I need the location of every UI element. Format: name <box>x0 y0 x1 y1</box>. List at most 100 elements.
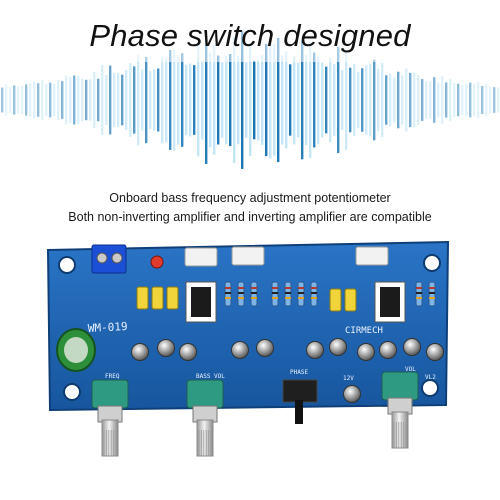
wave-bar <box>285 51 288 149</box>
film-capacitors <box>136 286 357 312</box>
wave-bar <box>213 45 216 155</box>
wave-bar <box>145 56 148 144</box>
small-capacitor <box>157 339 175 357</box>
wave-bar <box>493 87 496 113</box>
wave-bar <box>369 64 372 136</box>
resistor <box>428 281 436 307</box>
wave-bar <box>413 72 416 128</box>
pcb-board <box>46 240 450 412</box>
wave-bar <box>485 84 488 116</box>
bass-vol-label: BASS VOL <box>196 373 225 380</box>
wave-bar <box>45 84 48 116</box>
wave-bar <box>201 60 204 140</box>
potentiometer <box>381 371 419 449</box>
wave-bar <box>305 54 308 146</box>
resistor <box>284 281 292 307</box>
wave-bar <box>225 55 228 145</box>
wave-bar <box>497 87 500 113</box>
wave-bar <box>57 80 60 120</box>
wave-bar <box>341 70 344 130</box>
resistor <box>237 281 245 307</box>
wave-bar <box>249 44 252 156</box>
wave-bar <box>437 82 440 118</box>
freq-label: FREQ <box>105 373 120 380</box>
wave-bar <box>141 69 144 131</box>
vol-label: VOL <box>405 366 416 373</box>
wave-bar <box>49 82 52 118</box>
wave-bar <box>337 46 340 154</box>
wave-bar <box>1 87 4 113</box>
wave-bar <box>105 75 108 125</box>
wave-bar <box>429 81 432 119</box>
small-capacitor <box>403 338 421 356</box>
wave-bar <box>93 72 96 128</box>
wave-bar <box>33 81 36 119</box>
wave-bar <box>449 78 452 122</box>
wave-bar <box>405 68 408 132</box>
wave-bar <box>393 77 396 123</box>
wave-bar <box>109 65 112 135</box>
wave-bar <box>185 64 188 136</box>
wave-bar <box>465 83 468 117</box>
wave-bar <box>441 75 444 125</box>
small-capacitor <box>426 343 444 361</box>
wave-bar <box>113 72 116 128</box>
mounting-holes <box>58 254 441 401</box>
wave-bar <box>5 84 8 116</box>
resistor <box>310 281 318 307</box>
wave-bar <box>345 49 348 151</box>
wave-bar <box>137 54 140 146</box>
wave-bar <box>397 71 400 129</box>
wave-bar <box>37 83 40 117</box>
wave-bar <box>257 59 260 141</box>
wave-bar <box>217 55 220 145</box>
wave-bar <box>125 70 128 130</box>
wave-bar <box>157 68 160 132</box>
small-capacitor <box>179 343 197 361</box>
wave-bar <box>41 80 44 120</box>
wave-bar <box>229 53 232 147</box>
wave-bar <box>261 55 264 145</box>
resistor <box>250 281 258 307</box>
wave-bar <box>317 56 320 144</box>
wave-bar <box>389 73 392 127</box>
wave-bar <box>233 36 236 164</box>
phase-label: PHASE <box>290 369 308 376</box>
ic-chips <box>185 281 406 323</box>
wave-bar <box>77 75 80 125</box>
potentiometer <box>186 379 224 457</box>
wave-bar <box>21 85 24 115</box>
wave-bar <box>81 78 84 122</box>
wave-bar <box>473 84 476 116</box>
screw-terminal <box>91 244 127 274</box>
wave-bar <box>373 59 376 141</box>
wave-bar <box>17 86 20 114</box>
board-brand-label: CIRMECH <box>345 326 383 336</box>
resistor <box>224 281 232 307</box>
wave-bar <box>265 43 268 157</box>
wave-bar <box>353 63 356 137</box>
wave-bar <box>425 81 428 119</box>
wave-bar <box>453 82 456 118</box>
wave-bar <box>269 41 272 159</box>
wave-bar <box>189 63 192 137</box>
wave-bar <box>153 69 156 131</box>
wave-bar <box>173 49 176 151</box>
wave-bar <box>297 62 300 138</box>
wave-bar <box>253 60 256 140</box>
wave-bar <box>321 62 324 138</box>
wave-bar <box>421 79 424 121</box>
power-led <box>150 255 164 269</box>
wave-bar <box>385 75 388 125</box>
small-capacitors <box>131 338 444 403</box>
board-model-label: WM-019 <box>87 320 127 335</box>
wave-bar <box>101 65 104 135</box>
wave-bar <box>281 55 284 145</box>
wave-bar <box>9 86 12 114</box>
wave-bar <box>73 75 76 125</box>
wave-bar <box>401 75 404 125</box>
small-capacitor <box>357 343 375 361</box>
wave-bar <box>417 74 420 126</box>
wave-bar <box>221 62 224 138</box>
wave-bar <box>25 84 28 116</box>
